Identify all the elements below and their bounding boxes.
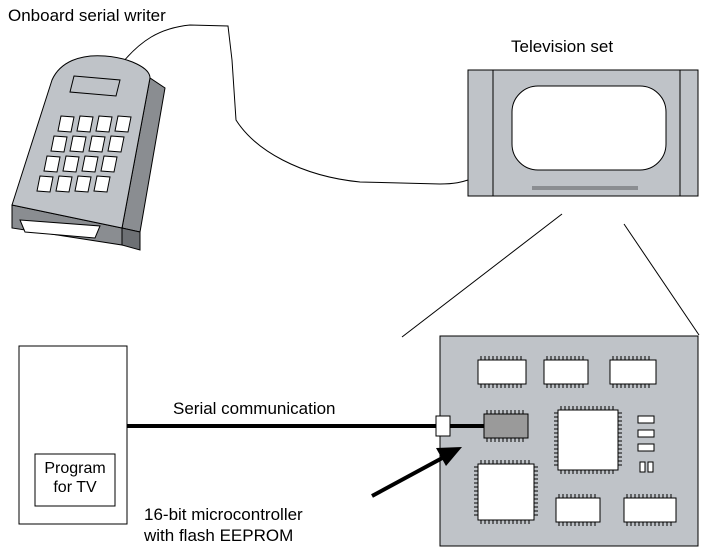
keypad-key: [74, 175, 92, 193]
keypad-key: [43, 155, 61, 173]
program-label-line1: Program: [44, 460, 106, 477]
keypad-key: [100, 155, 118, 173]
mcu-label-line1: 16-bit microcontroller: [144, 505, 303, 524]
keypad-key: [50, 135, 68, 153]
small-component: [637, 443, 655, 452]
keypad-key: [76, 115, 94, 133]
keypad-key: [81, 155, 99, 173]
ic-chip: [554, 406, 622, 474]
mcu-label-line2: with flash EEPROM: [144, 526, 294, 545]
ic-chip: [623, 494, 677, 526]
keypad-key: [107, 135, 125, 153]
mcu-pointer-arrow: [371, 454, 447, 498]
zoom-line-left: [401, 213, 563, 338]
ic-chip: [543, 356, 589, 388]
ic-chip: [609, 356, 657, 388]
small-component: [637, 429, 655, 438]
keypad-key: [55, 175, 73, 193]
small-component: [637, 415, 655, 424]
program-label: Program for TV: [35, 459, 115, 497]
small-component: [639, 461, 646, 473]
writer-label: Onboard serial writer: [8, 6, 166, 25]
program-box: [34, 453, 116, 507]
tv-control-bar: [532, 186, 638, 190]
zoom-line-right: [623, 223, 700, 336]
keypad-key: [57, 115, 75, 133]
writer-display: [69, 75, 121, 97]
serial-label: Serial communication: [173, 399, 336, 418]
writer-cable: [117, 24, 469, 185]
board-connector: [435, 415, 451, 437]
ic-chip: [474, 460, 538, 524]
ic-chip: [483, 410, 529, 442]
ic-chip: [555, 494, 601, 526]
keypad-key: [69, 135, 87, 153]
small-component: [647, 461, 654, 473]
keypad-key: [62, 155, 80, 173]
mcu-label: 16-bit microcontroller with flash EEPROM: [144, 504, 303, 546]
keypad-key: [95, 115, 113, 133]
writer-keypad: [36, 115, 132, 193]
tv-screen: [511, 85, 667, 171]
tv-label: Television set: [511, 37, 614, 56]
ic-chip: [477, 356, 527, 388]
keypad-key: [114, 115, 132, 133]
television-set: [467, 69, 699, 197]
serial-writer-device: [11, 55, 166, 251]
mcu-pointer-arrowhead: [436, 447, 462, 466]
keypad-key: [93, 175, 111, 193]
board-chips: [474, 356, 677, 526]
program-label-line2: for TV: [53, 479, 97, 496]
keypad-key: [88, 135, 106, 153]
keypad-key: [36, 175, 54, 193]
writer-card-slot: [19, 219, 101, 239]
